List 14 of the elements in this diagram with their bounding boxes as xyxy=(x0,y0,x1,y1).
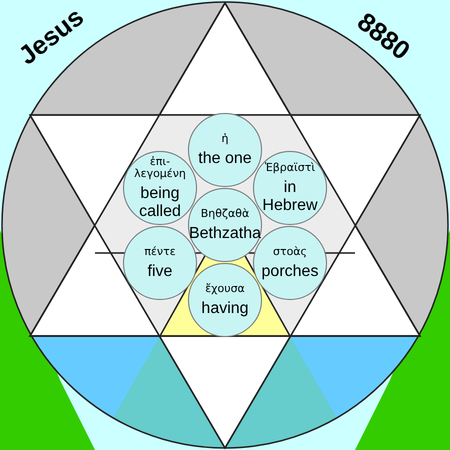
greek-word: ἡ xyxy=(220,132,230,144)
greek-word: Ἑβραϊστὶ xyxy=(264,162,316,174)
greek-word: πέντε xyxy=(143,246,177,258)
translation-text: being called xyxy=(138,184,182,220)
translation-text: Bethzatha xyxy=(188,224,262,242)
translation-text: in Hebrew xyxy=(261,178,319,214)
translation-text: porches xyxy=(260,262,320,280)
translation-text: the one xyxy=(197,150,253,168)
greek-word: στοὰς xyxy=(272,246,308,258)
translation-text: five xyxy=(146,262,174,280)
translation-text: having xyxy=(200,300,250,318)
greek-word: ἔχουσα xyxy=(204,282,246,294)
greek-word: ἐπι-λεγομένη xyxy=(133,156,187,180)
greek-word: Βηθζαθὰ xyxy=(200,208,250,220)
